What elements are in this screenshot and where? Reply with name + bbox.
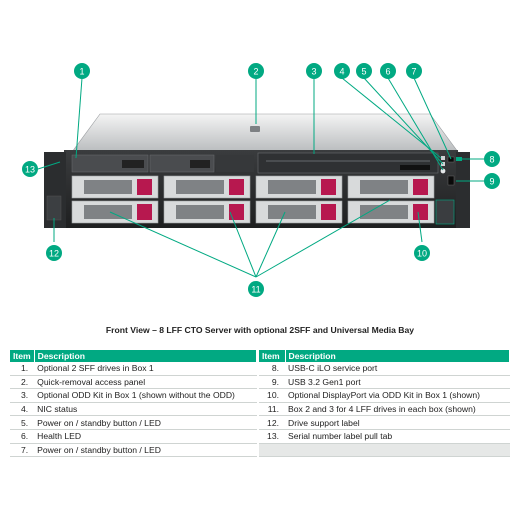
lff-drive	[256, 176, 342, 198]
item-description	[285, 443, 510, 457]
usb-c-ilo-port	[448, 157, 454, 162]
table-row: 9.USB 3.2 Gen1 port	[259, 375, 510, 389]
drive-support-label	[436, 200, 454, 224]
legend-table-left: Item Description 1.Optional 2 SFF drives…	[10, 350, 257, 457]
callout-13: 13	[22, 161, 38, 177]
item-description: Quick-removal access panel	[34, 375, 256, 389]
item-description: Drive support label	[285, 416, 510, 430]
lff-drive	[348, 201, 434, 223]
item-description: NIC status	[34, 402, 256, 416]
table-row: 4.NIC status	[10, 402, 257, 416]
nic-status-led	[441, 156, 445, 160]
item-description: Health LED	[34, 429, 256, 443]
callout-11: 11	[248, 281, 264, 297]
table-row: 3.Optional ODD Kit in Box 1 (shown witho…	[10, 389, 257, 403]
svg-text:10: 10	[417, 249, 427, 259]
lff-drive	[348, 176, 434, 198]
figure-caption: Front View – 8 LFF CTO Server with optio…	[0, 325, 520, 335]
item-number: 7.	[10, 443, 34, 457]
svg-text:13: 13	[25, 165, 35, 175]
item-number: 6.	[10, 429, 34, 443]
box1-vent	[216, 155, 254, 172]
svg-text:5: 5	[361, 67, 366, 77]
table-row: 1.Optional 2 SFF drives in Box 1	[10, 362, 257, 375]
table-row: 12.Drive support label	[259, 416, 510, 430]
svg-text:12: 12	[49, 249, 59, 259]
callout-3: 3	[306, 63, 322, 79]
item-description: USB 3.2 Gen1 port	[285, 375, 510, 389]
table-row: 5.Power on / standby button / LED	[10, 416, 257, 430]
access-panel	[72, 114, 458, 152]
item-column-header: Item	[10, 350, 34, 362]
item-number: 1.	[10, 362, 34, 375]
sff-drive-2-latch	[190, 160, 210, 168]
lff-drive	[164, 201, 250, 223]
svg-text:11: 11	[251, 285, 260, 295]
item-number: 10.	[259, 389, 285, 403]
callout-1: 1	[74, 63, 90, 79]
callout-6: 6	[380, 63, 396, 79]
table-row: 13.Serial number label pull tab	[259, 429, 510, 443]
item-description: Optional ODD Kit in Box 1 (shown without…	[34, 389, 256, 403]
item-number: 5.	[10, 416, 34, 430]
item-number: 9.	[259, 375, 285, 389]
table-row: 2.Quick-removal access panel	[10, 375, 257, 389]
item-description: Optional 2 SFF drives in Box 1	[34, 362, 256, 375]
description-column-header: Description	[285, 350, 510, 362]
item-number: 12.	[259, 416, 285, 430]
server-illustration: 1 2 3 4 5 6 7 8 9 10 11 12 13	[0, 0, 520, 320]
svg-text:8: 8	[489, 155, 494, 165]
callout-9: 9	[484, 173, 500, 189]
sff-drive-1-latch	[122, 160, 144, 168]
lff-drive	[164, 176, 250, 198]
svg-text:6: 6	[385, 67, 390, 77]
item-number: 13.	[259, 429, 285, 443]
callout-12: 12	[46, 245, 62, 261]
access-panel-latch	[250, 126, 260, 132]
serial-label-tab	[47, 196, 61, 220]
lff-drive	[72, 176, 158, 198]
item-description: Power on / standby button / LED	[34, 416, 256, 430]
legend-table-right: Item Description 8.USB-C iLO service por…	[259, 350, 510, 457]
callout-5: 5	[356, 63, 372, 79]
lff-drive	[72, 201, 158, 223]
item-number: 3.	[10, 389, 34, 403]
item-description: Power on / standby button / LED	[34, 443, 256, 457]
item-number: 4.	[10, 402, 34, 416]
item-description: Serial number label pull tab	[285, 429, 510, 443]
item-number: 8.	[259, 362, 285, 375]
table-row: 8.USB-C iLO service port	[259, 362, 510, 375]
item-number: 2.	[10, 375, 34, 389]
svg-text:3: 3	[311, 67, 316, 77]
callout-2: 2	[248, 63, 264, 79]
svg-text:7: 7	[411, 67, 416, 77]
callout-8: 8	[484, 151, 500, 167]
table-row-empty	[259, 443, 510, 457]
displayport-port	[400, 165, 430, 170]
description-column-header: Description	[34, 350, 256, 362]
item-description: USB-C iLO service port	[285, 362, 510, 375]
callout-7: 7	[406, 63, 422, 79]
svg-text:9: 9	[489, 177, 494, 187]
item-number	[259, 443, 285, 457]
item-number: 11.	[259, 402, 285, 416]
right-rack-ear	[456, 152, 470, 228]
item-description: Optional DisplayPort via ODD Kit in Box …	[285, 389, 510, 403]
svg-text:1: 1	[79, 67, 84, 77]
item-description: Box 2 and 3 for 4 LFF drives in each box…	[285, 402, 510, 416]
lff-drive	[256, 201, 342, 223]
svg-text:4: 4	[339, 67, 344, 77]
callout-10: 10	[414, 245, 430, 261]
table-row: 6.Health LED	[10, 429, 257, 443]
callout-4: 4	[334, 63, 350, 79]
table-row: 11.Box 2 and 3 for 4 LFF drives in each …	[259, 402, 510, 416]
svg-text:2: 2	[253, 67, 258, 77]
usb-port	[448, 176, 454, 185]
table-row: 10.Optional DisplayPort via ODD Kit in B…	[259, 389, 510, 403]
item-column-header: Item	[259, 350, 285, 362]
table-row: 7.Power on / standby button / LED	[10, 443, 257, 457]
